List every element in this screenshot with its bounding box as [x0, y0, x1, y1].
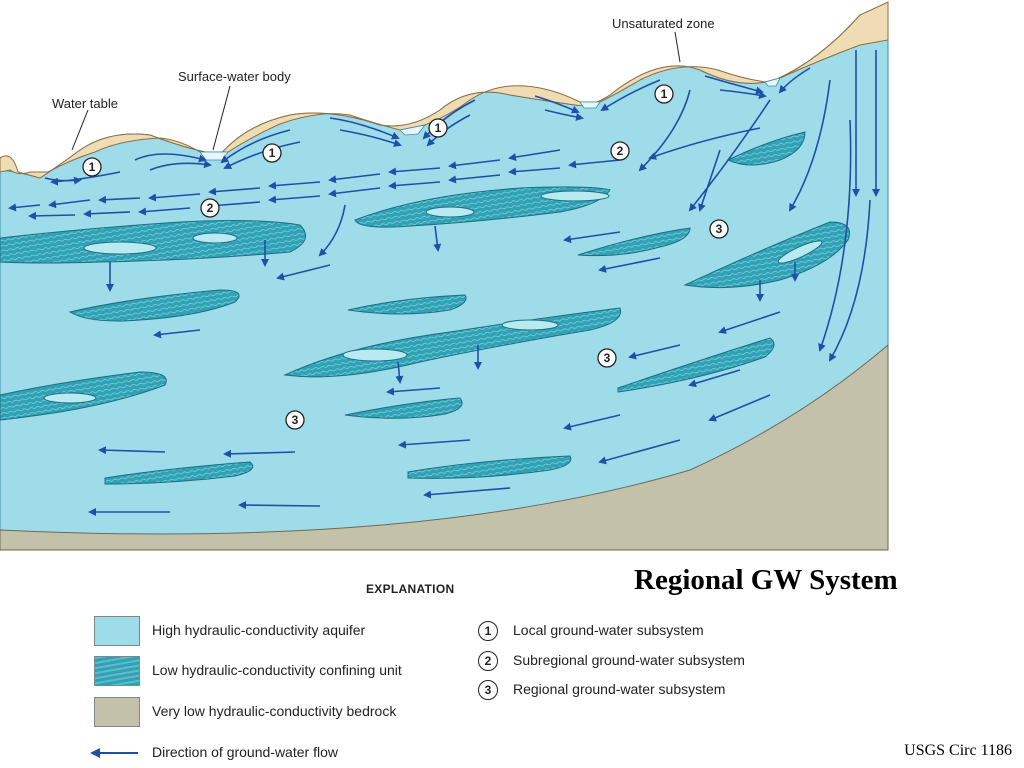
marker-3: 3 — [709, 219, 729, 239]
unsaturated-zone — [0, 1, 889, 179]
marker-2: 2 — [200, 198, 220, 218]
surface-water-body — [764, 77, 781, 87]
svg-text:2: 2 — [207, 201, 214, 215]
svg-text:1: 1 — [89, 160, 96, 174]
bedrock — [0, 343, 889, 551]
confining-units — [0, 131, 850, 485]
svg-text:1: 1 — [661, 87, 668, 101]
water-table-label: Water table — [52, 96, 118, 111]
svg-text:3: 3 — [716, 222, 723, 236]
svg-text:1: 1 — [435, 121, 442, 135]
marker-1: 1 — [654, 84, 674, 104]
marker-1: 1 — [262, 143, 282, 163]
unsaturated-zone-label: Unsaturated zone — [612, 16, 715, 31]
flow-arrows — [8, 50, 880, 516]
marker-2: 2 — [610, 141, 630, 161]
subsystem-markers: 1 1 1 1 2 2 3 3 3 — [82, 84, 729, 430]
surface-water-body — [579, 101, 601, 109]
svg-text:2: 2 — [617, 144, 624, 158]
marker-3: 3 — [597, 348, 617, 368]
marker-1: 1 — [82, 157, 102, 177]
callout-labels: Unsaturated zone Surface-water body Wate… — [52, 16, 715, 151]
surface-water-body-label: Surface-water body — [178, 69, 291, 84]
surface-water-body — [399, 124, 426, 136]
marker-3: 3 — [285, 410, 305, 430]
marker-1: 1 — [428, 118, 448, 138]
svg-text:3: 3 — [604, 351, 611, 365]
svg-text:3: 3 — [292, 413, 299, 427]
svg-text:1: 1 — [269, 146, 276, 160]
